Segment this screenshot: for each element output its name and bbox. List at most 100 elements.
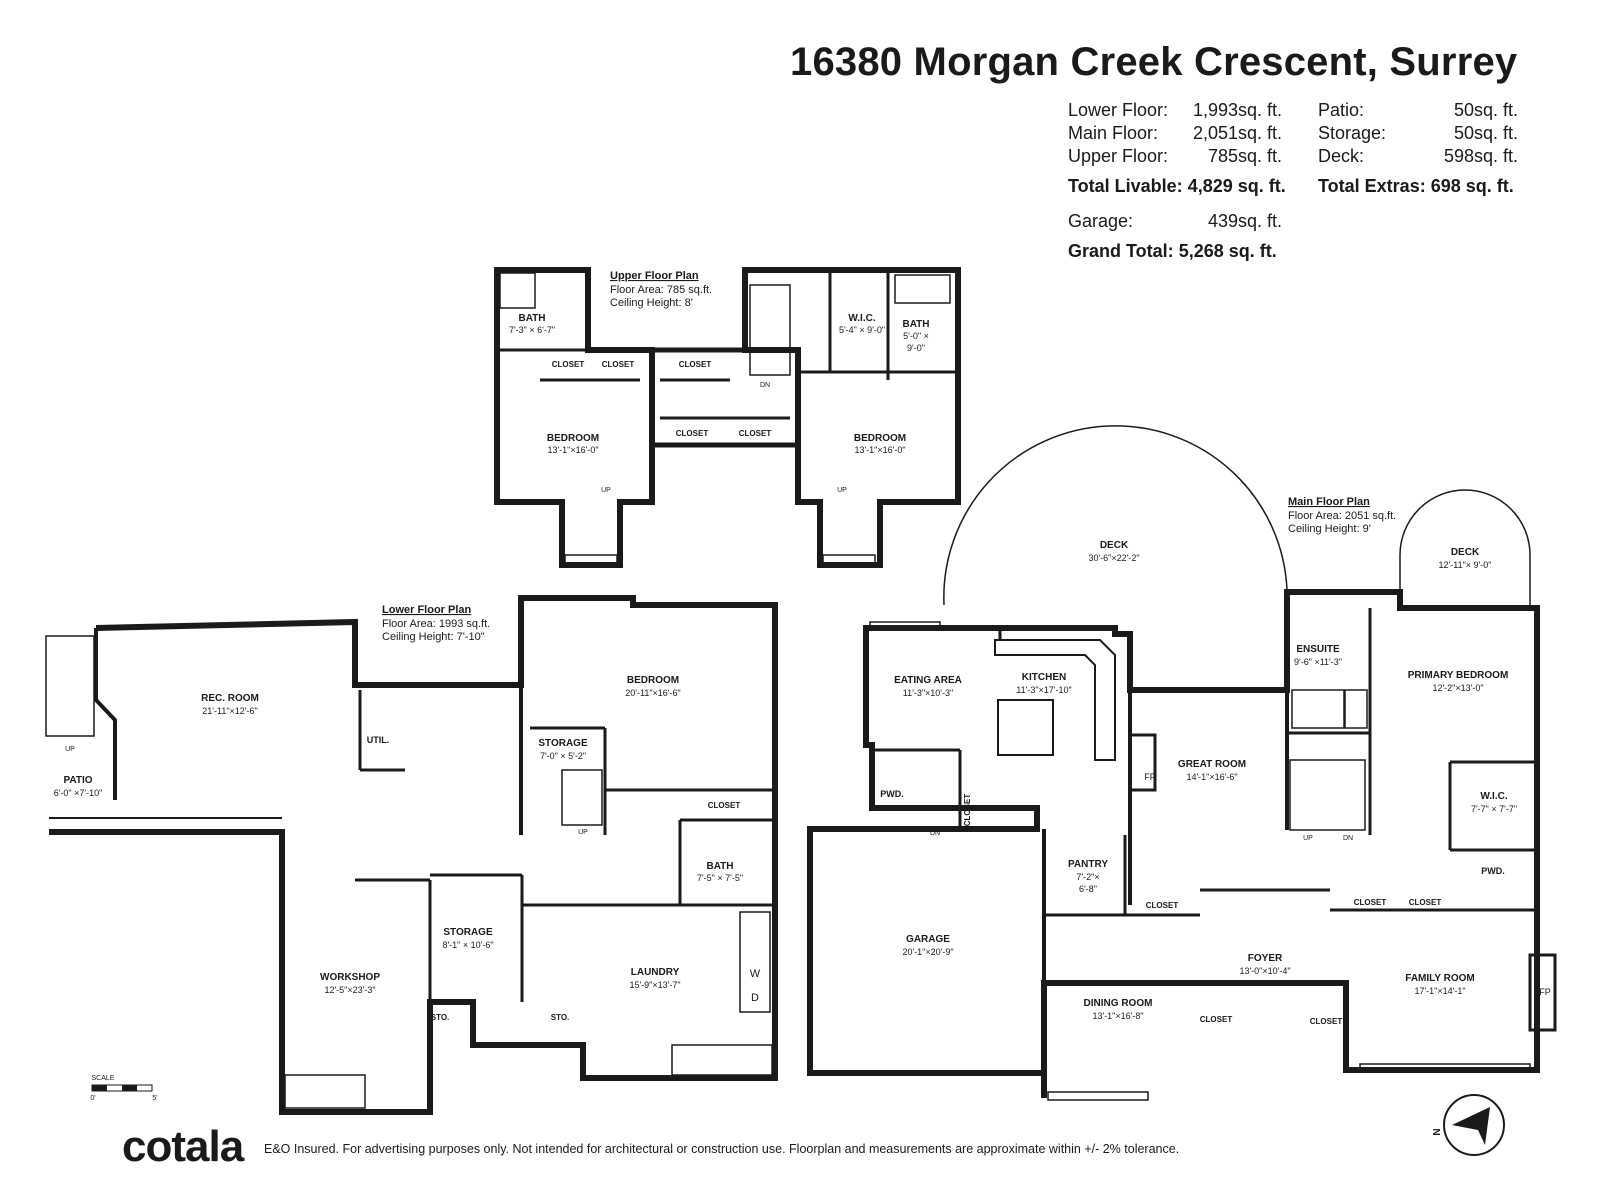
kitchen-name: KITCHEN	[1022, 672, 1066, 683]
upper-plan-title: Upper Floor Plan	[610, 270, 699, 282]
upper-floor-outline-left	[494, 267, 655, 568]
closet-main-1: CLOSET	[963, 794, 972, 827]
lower-bedroom-dim: 20'-11"×16'-6"	[625, 688, 680, 698]
deck-area-row: Deck:598sq. ft.	[1318, 146, 1519, 166]
upper-plan-ceiling: Ceiling Height: 8'	[610, 297, 693, 309]
main-fireplace-2	[1528, 953, 1557, 1032]
lower-storage1-dim: 7'-0" × 5'-2"	[540, 751, 586, 761]
washer-label: W	[750, 968, 761, 980]
scale-bar-fill-1	[92, 1085, 107, 1091]
upper-bedroom2-name: BEDROOM	[854, 433, 906, 444]
laundry-name: LAUNDRY	[631, 967, 680, 978]
upper-closet-2: CLOSET	[602, 360, 635, 369]
rec-room-dim: 21'-11"×12'-6"	[202, 706, 257, 716]
scale-bar-fill-2	[122, 1085, 137, 1091]
total-livable-row: Total Livable: 4,829 sq. ft.	[1068, 176, 1286, 196]
compass-circle	[1443, 1094, 1505, 1156]
upper-closet-4: CLOSET	[676, 429, 709, 438]
ensuite-dim: 9'-6" ×11'-3"	[1294, 657, 1342, 667]
storage-area-row: Storage:50sq. ft.	[1318, 123, 1519, 143]
main-plan-area: Floor Area: 2051 sq.ft.	[1288, 510, 1396, 522]
scale-zero: 0'	[90, 1095, 95, 1102]
upper-bedroom2-dim: 13'-1"×16'-0"	[854, 445, 905, 455]
upper-up-label-left: UP	[601, 487, 611, 494]
upper-bedroom1-dim: 13'-1"×16'-0"	[547, 445, 598, 455]
upper-floor-plan	[494, 267, 961, 568]
upper-bath2-dim2: 9'-0"	[907, 343, 925, 353]
lower-bath-name: BATH	[706, 861, 733, 872]
util-label: UTIL.	[367, 735, 390, 745]
dining-room-dim: 13'-1"×16'-8"	[1092, 1011, 1143, 1021]
main-up-label: UP	[1303, 835, 1313, 842]
upper-closet-3: CLOSET	[679, 360, 712, 369]
compass-north-label: N	[1432, 1128, 1443, 1135]
upper-window-right	[822, 554, 876, 564]
main-fireplace-1	[1128, 733, 1157, 792]
upper-floor-area-row: Upper Floor:785sq. ft.	[1068, 146, 1283, 166]
main-floor-outline	[807, 589, 1540, 1098]
pantry-dim1: 7'-2"×	[1076, 872, 1099, 882]
lower-up-label: UP	[578, 829, 588, 836]
closet-main-5: CLOSET	[1354, 898, 1387, 907]
upper-shower	[499, 272, 536, 309]
upper-floor-outline-right	[742, 267, 961, 568]
lower-patio-stair	[45, 635, 95, 737]
property-title: 16380 Morgan Creek Crescent, Surrey	[790, 40, 1518, 84]
lower-laundry-counter	[739, 911, 771, 1013]
laundry-dim: 15'-9"×13'-7"	[629, 980, 680, 990]
lower-floor-plan	[45, 595, 778, 1115]
upper-window-left	[564, 554, 618, 564]
ensuite-name: ENSUITE	[1296, 644, 1340, 655]
upper-bath1-dim: 7'-3" × 6'-7"	[509, 325, 555, 335]
wic-main-dim: 7'-7" × 7'-7"	[1471, 804, 1517, 814]
garage-area-row: Garage:439sq. ft.	[1068, 211, 1283, 231]
foyer-dim: 13'-0"×10'-4"	[1239, 966, 1290, 976]
lower-rec-room-wall	[94, 628, 117, 800]
pwd-label-2: PWD.	[1481, 866, 1505, 876]
main-stair	[1289, 759, 1366, 831]
main-deck-arc	[943, 425, 1288, 606]
dryer-label: D	[751, 992, 759, 1004]
eating-area-dim: 11'-3"×10'-3"	[903, 688, 953, 698]
grand-total-row: Grand Total: 5,268 sq. ft.	[1068, 241, 1277, 261]
scale-five: 5'	[152, 1095, 157, 1102]
main-window-family	[1359, 1063, 1531, 1073]
eating-area-name: EATING AREA	[894, 675, 962, 686]
lower-storage1-name: STORAGE	[538, 738, 588, 749]
main-dn-label: DN	[1343, 835, 1353, 842]
lower-floor-area-row: Lower Floor:1,993sq. ft.	[1068, 100, 1283, 120]
upper-tub	[894, 274, 951, 304]
lower-plan-title: Lower Floor Plan	[382, 604, 472, 616]
upper-bath2-name: BATH	[902, 319, 929, 330]
pantry-dim2: 6'-8"	[1079, 884, 1097, 894]
lower-plan-area: Floor Area: 1993 sq.ft.	[382, 618, 490, 630]
main-floor-area-row: Main Floor:2,051sq. ft.	[1068, 123, 1283, 143]
main-ensuite-tub	[1291, 689, 1345, 729]
upper-dn-label: DN	[760, 382, 770, 389]
closet-main-4: CLOSET	[1310, 1017, 1343, 1026]
family-room-name: FAMILY ROOM	[1405, 973, 1474, 984]
upper-bedroom1-name: BEDROOM	[547, 433, 599, 444]
kitchen-dim: 11'-3"×17'-10"	[1016, 685, 1071, 695]
main-window-dining	[1047, 1091, 1149, 1101]
lower-bedroom-name: BEDROOM	[627, 675, 679, 686]
cotala-logo: cotala	[122, 1122, 244, 1171]
deck-small-name: DECK	[1451, 547, 1480, 558]
wic-main-name: W.I.C.	[1480, 791, 1507, 802]
upper-bath2-dim1: 5'-0" ×	[903, 331, 929, 341]
pwd-label-1: PWD.	[880, 789, 904, 799]
closet-main-2: CLOSET	[1146, 901, 1179, 910]
patio-area-row: Patio:50sq. ft.	[1318, 100, 1519, 120]
upper-bath1-name: BATH	[518, 313, 545, 324]
upper-closet-5: CLOSET	[739, 429, 772, 438]
lower-storage2-dim: 8'-1" × 10'-6"	[442, 940, 493, 950]
rec-room-name: REC. ROOM	[201, 693, 259, 704]
lower-storage2-name: STORAGE	[443, 927, 493, 938]
upper-up-label-right: UP	[837, 487, 847, 494]
deck-large-dim: 30'-6"×22'-2"	[1088, 553, 1139, 563]
main-plan-title: Main Floor Plan	[1288, 496, 1370, 508]
primary-bedroom-dim: 12'-2"×13'-0"	[1432, 683, 1483, 693]
garage-dim: 20'-1"×20'-9"	[902, 947, 953, 957]
lower-workshop-bench	[284, 1074, 366, 1109]
